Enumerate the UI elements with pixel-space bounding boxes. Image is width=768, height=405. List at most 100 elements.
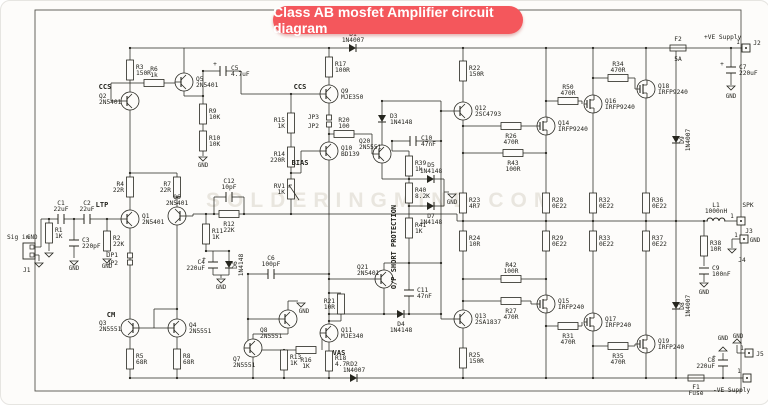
svg-text:10K: 10K xyxy=(209,114,220,121)
svg-text:R24: R24 xyxy=(469,235,480,242)
ground-symbols xyxy=(34,85,742,352)
svg-text:IRFP9240: IRFP9240 xyxy=(605,104,635,111)
svg-text:R36: R36 xyxy=(652,197,663,204)
svg-text:J4: J4 xyxy=(738,257,746,264)
svg-text:Q5: Q5 xyxy=(196,76,204,83)
part-J5 xyxy=(744,348,754,358)
svg-text:220uF: 220uF xyxy=(696,363,715,370)
svg-text:1N4007: 1N4007 xyxy=(342,37,365,44)
svg-text:2N5401: 2N5401 xyxy=(357,270,380,277)
svg-text:1: 1 xyxy=(730,214,734,220)
svg-text:D4: D4 xyxy=(397,321,405,328)
svg-text:Q1: Q1 xyxy=(142,213,150,220)
svg-text:R14: R14 xyxy=(274,151,285,158)
svg-text:R40: R40 xyxy=(415,187,426,194)
svg-text:CM: CM xyxy=(107,311,115,319)
svg-text:1N4148: 1N4148 xyxy=(390,327,413,334)
svg-text:R11: R11 xyxy=(212,228,223,235)
svg-text:R38: R38 xyxy=(710,240,721,247)
svg-text:CCS: CCS xyxy=(99,83,112,91)
svg-text:GND: GND xyxy=(102,264,113,270)
svg-text:D9: D9 xyxy=(679,136,686,144)
svg-text:100pF: 100pF xyxy=(262,261,281,268)
part-J1 xyxy=(22,242,36,260)
svg-text:Sig in: Sig in xyxy=(7,234,30,241)
svg-text:1N4007: 1N4007 xyxy=(685,129,692,152)
svg-text:F2: F2 xyxy=(674,36,682,43)
svg-text:68R: 68R xyxy=(136,359,147,366)
svg-text:LTP: LTP xyxy=(96,201,109,209)
svg-text:R33: R33 xyxy=(599,235,610,242)
part-JP1-JP2 xyxy=(127,252,133,266)
svg-text:22K: 22K xyxy=(223,227,234,234)
svg-text:100R: 100R xyxy=(504,268,519,275)
svg-text:GND: GND xyxy=(216,285,227,291)
svg-text:GND: GND xyxy=(699,290,710,296)
svg-text:D7: D7 xyxy=(427,213,435,220)
title-banner: Class AB mosfet Amplifier circuit diagra… xyxy=(273,4,523,36)
svg-text:R34: R34 xyxy=(612,61,623,68)
svg-text:0E22: 0E22 xyxy=(652,203,667,210)
svg-text:R18: R18 xyxy=(335,355,346,362)
svg-text:1K: 1K xyxy=(278,123,286,130)
svg-text:470R: 470R xyxy=(504,314,519,321)
svg-text:R20: R20 xyxy=(338,117,349,124)
svg-text:C12: C12 xyxy=(223,178,234,185)
svg-text:1K: 1K xyxy=(212,234,220,241)
svg-text:100R: 100R xyxy=(506,166,521,173)
svg-text:GND: GND xyxy=(27,235,38,241)
svg-text:2N5401: 2N5401 xyxy=(99,99,122,106)
svg-text:GND: GND xyxy=(299,309,310,315)
svg-text:SPK: SPK xyxy=(742,202,753,209)
svg-text:22R: 22R xyxy=(113,187,124,194)
svg-text:R50: R50 xyxy=(562,84,573,91)
svg-text:RV1: RV1 xyxy=(274,183,285,190)
svg-text:R22: R22 xyxy=(469,65,480,72)
svg-text:J5: J5 xyxy=(756,351,764,358)
svg-text:10R: 10R xyxy=(469,241,480,248)
svg-text:JP2: JP2 xyxy=(308,123,319,130)
svg-text:Q18: Q18 xyxy=(658,83,669,90)
svg-text:BD139: BD139 xyxy=(341,151,360,158)
svg-text:470R: 470R xyxy=(561,90,576,97)
svg-text:R15: R15 xyxy=(274,117,285,124)
svg-text:GND: GND xyxy=(198,163,209,169)
svg-text:C3: C3 xyxy=(82,237,90,244)
svg-text:1N4148: 1N4148 xyxy=(420,168,443,175)
svg-text:Q6: Q6 xyxy=(173,194,181,201)
svg-text:R4: R4 xyxy=(117,181,125,188)
svg-text:2N5401: 2N5401 xyxy=(166,200,189,207)
svg-text:1K: 1K xyxy=(415,228,423,235)
svg-text:L1: L1 xyxy=(712,202,720,209)
svg-text:2N5551: 2N5551 xyxy=(260,333,283,340)
svg-text:+: + xyxy=(213,61,217,68)
